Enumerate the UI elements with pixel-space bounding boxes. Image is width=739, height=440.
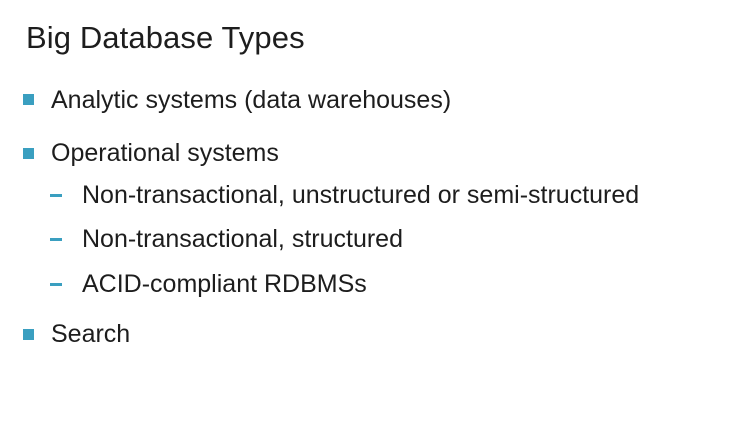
dash-bullet-icon	[50, 194, 62, 197]
bullet-text: Analytic systems (data warehouses)	[51, 86, 452, 114]
sub-bullet-text: Non-transactional, structured	[82, 225, 403, 253]
slide-title: Big Database Types	[26, 20, 305, 55]
square-bullet-icon	[23, 148, 34, 159]
sub-bullet-text: ACID-compliant RDBMSs	[82, 270, 367, 298]
bullet-text: Search	[51, 320, 131, 348]
dash-bullet-icon	[50, 283, 62, 286]
sub-bullet-text: Non-transactional, unstructured or semi-…	[82, 181, 640, 209]
dash-bullet-icon	[50, 238, 62, 241]
bullet-text: Operational systems	[51, 139, 279, 167]
square-bullet-icon	[23, 329, 34, 340]
square-bullet-icon	[23, 94, 34, 105]
